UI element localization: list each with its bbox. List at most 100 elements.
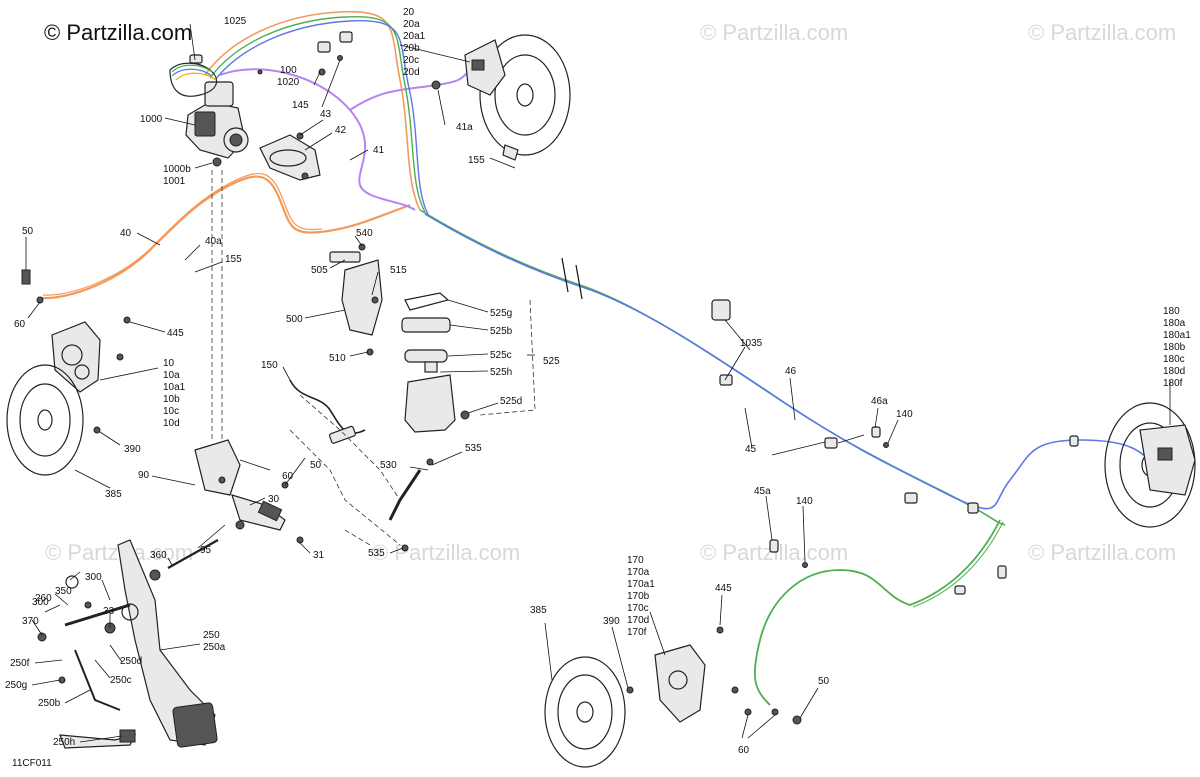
- callout-360: 360: [150, 550, 167, 561]
- callout-20d: 20d: [403, 67, 420, 78]
- callout-1025: 1025: [224, 16, 247, 27]
- master-cylinder-reservoir: [401, 292, 470, 433]
- callout-42: 42: [335, 125, 347, 136]
- callout-250c: 250c: [110, 675, 132, 686]
- callout-1035: 1035: [740, 338, 763, 349]
- callout-530: 530: [380, 460, 397, 471]
- callout-535-left: 535: [368, 548, 385, 559]
- callout-180a1: 180a1: [1163, 330, 1191, 341]
- abs-module: [169, 62, 249, 167]
- callout-525h: 525h: [490, 367, 512, 378]
- callout-10b: 10b: [163, 394, 180, 405]
- callout-50-mid: 50: [310, 460, 322, 471]
- callout-20a: 20a: [403, 19, 420, 30]
- callout-40a: 40a: [205, 236, 222, 247]
- break-mark: [561, 257, 583, 300]
- callout-170c: 170c: [627, 603, 649, 614]
- callout-250b: 250b: [38, 698, 61, 709]
- rod-360: [167, 539, 219, 569]
- callout-250: 250: [203, 630, 220, 641]
- brand-logo: © Partzilla.com: [44, 20, 192, 45]
- callout-1000: 1000: [140, 114, 163, 125]
- callout-170a: 170a: [627, 567, 650, 578]
- watermark: © Partzilla.com: [1028, 540, 1176, 565]
- callout-525: 525: [543, 356, 560, 367]
- callout-10a: 10a: [163, 370, 180, 381]
- callout-260: 260: [35, 593, 52, 604]
- callout-10a1: 10a1: [163, 382, 186, 393]
- callout-180: 180: [1163, 306, 1180, 317]
- callout-180b: 180b: [1163, 342, 1186, 353]
- rear-left-caliper: [654, 626, 802, 725]
- callout-20c: 20c: [403, 55, 419, 66]
- callout-40: 40: [120, 228, 132, 239]
- callout-525d: 525d: [500, 396, 522, 407]
- callout-150: 150: [261, 360, 278, 371]
- reference-lines: [211, 170, 536, 546]
- callout-20: 20: [403, 7, 415, 18]
- callout-300-left: 300: [32, 597, 49, 608]
- callout-180f: 180f: [1163, 378, 1183, 389]
- watermark: © Partzilla.com: [372, 540, 520, 565]
- callout-350: 350: [55, 586, 72, 597]
- callout-250a: 250a: [203, 642, 226, 653]
- callout-370: 370: [22, 616, 39, 627]
- callout-140-top: 140: [896, 409, 913, 420]
- callout-43: 43: [320, 109, 332, 120]
- front-right-caliper: [431, 34, 571, 161]
- callout-10d: 10d: [163, 418, 180, 429]
- brake-sensor: [289, 379, 366, 444]
- callout-20a1: 20a1: [403, 31, 426, 42]
- callout-60-mid: 60: [282, 471, 294, 482]
- callout-170f: 170f: [627, 627, 647, 638]
- callout-50-left: 50: [22, 226, 34, 237]
- diagram-reference: 11CF011: [12, 758, 52, 769]
- callout-535-right: 535: [465, 443, 482, 454]
- callout-445-rear: 445: [715, 583, 732, 594]
- brake-pedal: [37, 539, 218, 749]
- callout-50-rear: 50: [818, 676, 830, 687]
- callout-385-rear: 385: [530, 605, 547, 616]
- rear-left-rotor: [544, 656, 634, 768]
- callout-1001: 1001: [163, 176, 186, 187]
- callout-labels: 1025 20 20a 20a1 20b 20c 20d 100 1020 14…: [5, 7, 1191, 769]
- callout-145: 145: [292, 100, 309, 111]
- callout-525g: 525g: [490, 308, 512, 319]
- callout-180c: 180c: [1163, 354, 1185, 365]
- brake-lines: [39, 10, 1161, 706]
- callout-10: 10: [163, 358, 175, 369]
- callout-170d: 170d: [627, 615, 649, 626]
- callout-45a: 45a: [754, 486, 771, 497]
- line-clips-rear: [711, 299, 1079, 595]
- callout-46: 46: [785, 366, 797, 377]
- leader-lines: [25, 23, 1171, 743]
- callout-140-bottom: 140: [796, 496, 813, 507]
- callout-60-rear: 60: [738, 745, 750, 756]
- callout-180d: 180d: [1163, 366, 1185, 377]
- callout-180a: 180a: [1163, 318, 1186, 329]
- callout-170: 170: [627, 555, 644, 566]
- watermark: © Partzilla.com: [700, 20, 848, 45]
- bracket-42: [259, 132, 321, 181]
- callout-250h: 250h: [53, 737, 75, 748]
- callout-100: 100: [280, 65, 297, 76]
- callout-1020: 1020: [277, 77, 300, 88]
- callout-33: 33: [103, 606, 115, 617]
- callout-1000b: 1000b: [163, 164, 191, 175]
- callout-250g: 250g: [5, 680, 27, 691]
- callout-525b: 525b: [490, 326, 513, 337]
- rear-right-caliper: [1139, 424, 1196, 496]
- callout-250d: 250d: [120, 656, 142, 667]
- callout-45: 45: [745, 444, 757, 455]
- callout-10c: 10c: [163, 406, 179, 417]
- callout-300-top: 300: [85, 572, 102, 583]
- callout-515: 515: [390, 265, 407, 276]
- callout-20b: 20b: [403, 43, 420, 54]
- master-cylinder: [194, 439, 304, 544]
- callout-41a: 41a: [456, 122, 473, 133]
- callout-170a1: 170a1: [627, 579, 655, 590]
- callout-90: 90: [138, 470, 150, 481]
- callout-390-rear: 390: [603, 616, 620, 627]
- callout-155-top: 155: [468, 155, 485, 166]
